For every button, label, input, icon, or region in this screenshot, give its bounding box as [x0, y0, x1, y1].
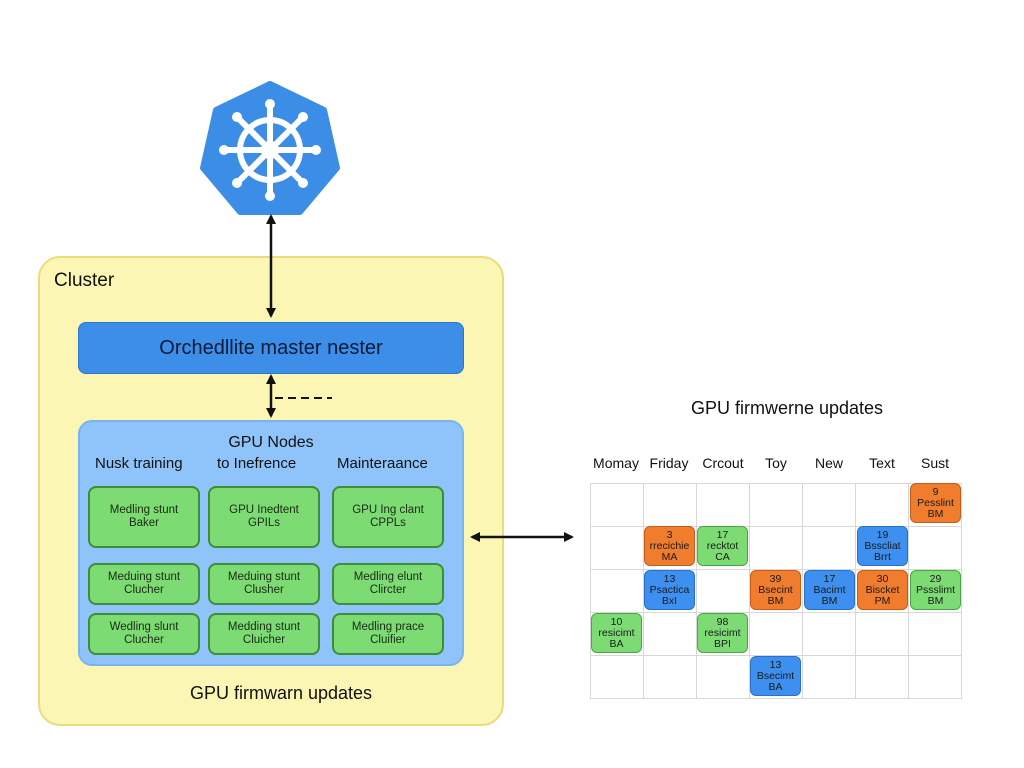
- calendar-cell[interactable]: [803, 656, 856, 699]
- calendar-cell[interactable]: [644, 570, 697, 613]
- calendar-cell[interactable]: [591, 570, 644, 613]
- day-header: Sust: [920, 455, 949, 471]
- column-header-inference: to Inefrence: [217, 455, 297, 472]
- calendar-cell[interactable]: [803, 527, 856, 570]
- day-header: Momay: [593, 455, 639, 471]
- day-header: New: [814, 455, 843, 471]
- day-header: Text: [869, 455, 895, 471]
- calendar-cell[interactable]: [644, 656, 697, 699]
- master-node-box: Orchedllite master nester: [78, 322, 464, 374]
- day-header: Friday: [649, 455, 689, 471]
- calendar-cell[interactable]: [803, 484, 856, 527]
- calendar-cell[interactable]: [750, 656, 803, 699]
- column-header-training: Nusk training: [95, 455, 183, 472]
- gpu-nodes-title: GPU Nodes: [228, 434, 314, 451]
- calendar-title: GPU firmwerne updates: [690, 398, 884, 418]
- calendar-cell[interactable]: [750, 484, 803, 527]
- calendar-cell[interactable]: [697, 484, 750, 527]
- calendar-cell[interactable]: [644, 527, 697, 570]
- calendar-cell[interactable]: [591, 656, 644, 699]
- calendar-cell[interactable]: [644, 613, 697, 656]
- day-header: Crcout: [702, 455, 744, 471]
- calendar-cell[interactable]: [697, 527, 750, 570]
- day-header: Toy: [765, 455, 787, 471]
- calendar-cell[interactable]: [909, 527, 962, 570]
- calendar-cell[interactable]: [750, 570, 803, 613]
- kubernetes-logo-icon: [200, 81, 340, 215]
- cluster-label: Cluster: [54, 270, 115, 291]
- calendar-cell[interactable]: [856, 527, 909, 570]
- calendar-cell[interactable]: [803, 570, 856, 613]
- calendar-cell[interactable]: [591, 484, 644, 527]
- calendar-cell[interactable]: [909, 570, 962, 613]
- calendar-cell[interactable]: [909, 484, 962, 527]
- calendar-cell[interactable]: [803, 613, 856, 656]
- calendar-cell[interactable]: [697, 656, 750, 699]
- calendar-cell[interactable]: [697, 613, 750, 656]
- calendar-cell[interactable]: [591, 527, 644, 570]
- column-header-maintenance: Mainteraance: [337, 455, 428, 472]
- calendar-cell[interactable]: [856, 570, 909, 613]
- calendar-cell[interactable]: [909, 613, 962, 656]
- calendar-cell[interactable]: [644, 484, 697, 527]
- calendar-cell[interactable]: [750, 613, 803, 656]
- calendar-cell[interactable]: [697, 570, 750, 613]
- calendar-cell[interactable]: [856, 484, 909, 527]
- cluster-footer-caption: GPU firmwarn updates: [189, 683, 373, 703]
- calendar-cell[interactable]: [750, 527, 803, 570]
- calendar-cell[interactable]: [856, 656, 909, 699]
- calendar-cell[interactable]: [909, 656, 962, 699]
- calendar-cell[interactable]: [856, 613, 909, 656]
- calendar-cell[interactable]: [591, 613, 644, 656]
